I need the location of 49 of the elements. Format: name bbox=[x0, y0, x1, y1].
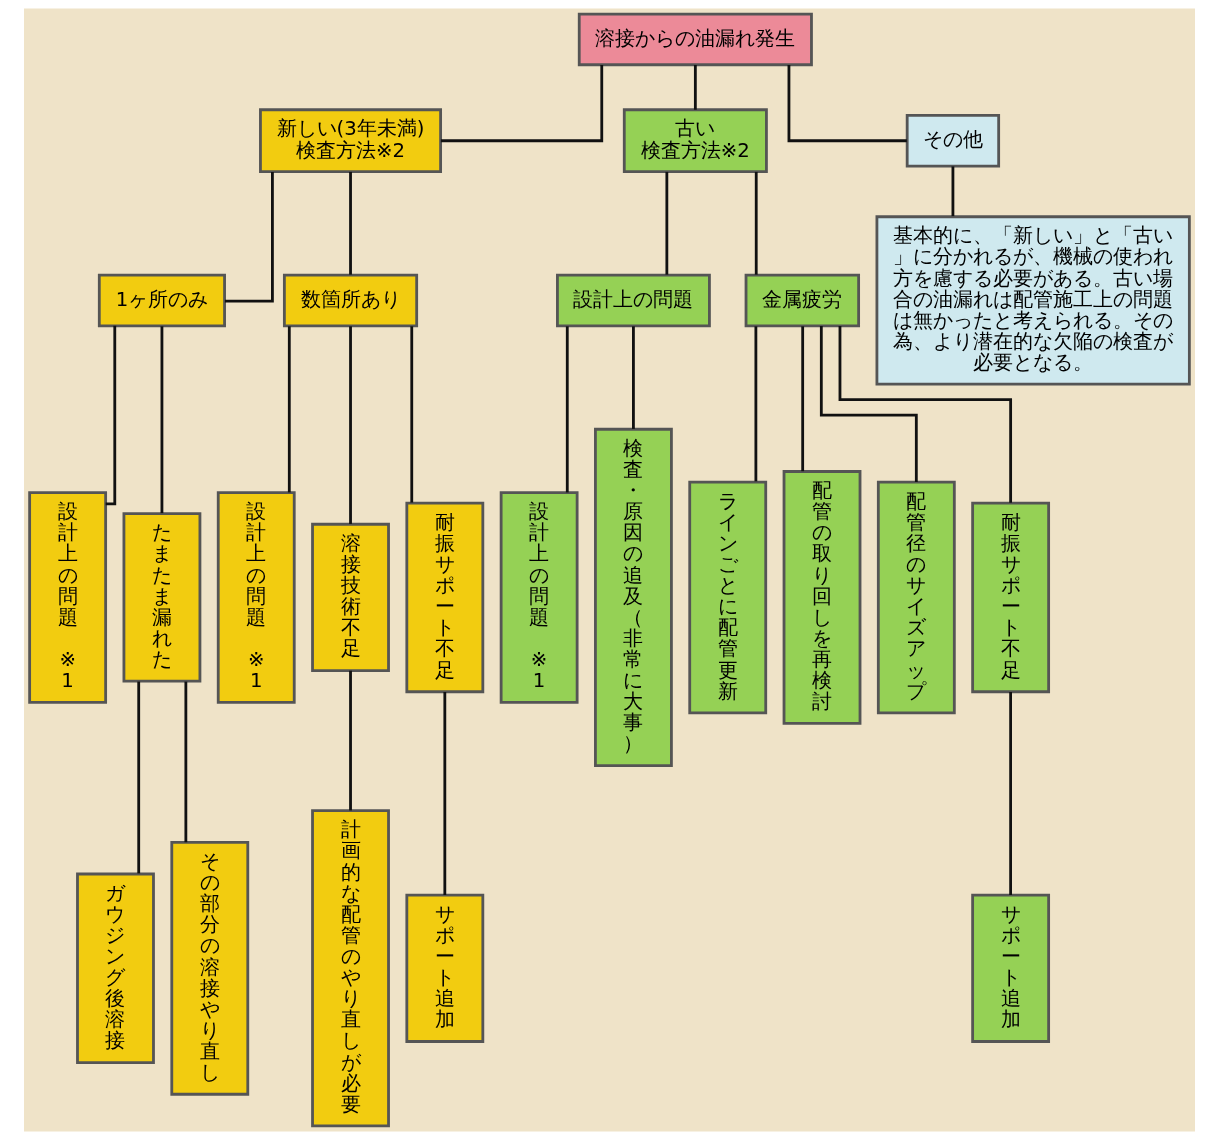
connector bbox=[183, 681, 187, 843]
connector bbox=[105, 325, 116, 506]
node-box: その他 bbox=[905, 114, 1000, 168]
node-box: 耐振サポート不足 bbox=[970, 501, 1050, 694]
node-box: 配管径のサイズアップ bbox=[876, 480, 956, 715]
connector bbox=[693, 64, 697, 110]
node-box: 溶接からの油漏れ発生 bbox=[577, 12, 813, 67]
connector bbox=[631, 326, 635, 429]
node-box: 検査・原因の追及（非常に大事） bbox=[593, 427, 673, 768]
node-box: 設計上の問題 ※1 bbox=[499, 491, 579, 704]
node-box: 金属疲労 bbox=[744, 273, 860, 328]
node-box: ラインごとに配管更新 bbox=[687, 480, 767, 715]
node-box: ガウジング後溶接 bbox=[75, 872, 155, 1064]
node-box: 1ヶ所のみ bbox=[97, 273, 226, 328]
node-box: サポート追加 bbox=[970, 893, 1050, 1043]
node-box: 配管の取り回しを再検討 bbox=[782, 470, 861, 725]
node-box: 数箇所あり bbox=[282, 273, 418, 328]
node-box: 溶接技術不足 bbox=[310, 522, 390, 673]
node-box: 設計上の問題 ※1 bbox=[216, 491, 296, 704]
connector bbox=[348, 670, 352, 811]
node-box: 計画的な配管のやり直しが必要 bbox=[310, 809, 390, 1128]
connector bbox=[753, 326, 757, 482]
connector bbox=[1008, 692, 1012, 895]
connector bbox=[754, 171, 758, 275]
node-box: 新しい(3年未満)検査方法※2 bbox=[258, 108, 442, 174]
connector bbox=[440, 64, 603, 143]
node-box: サポート追加 bbox=[404, 893, 484, 1043]
node-box: たまたま漏れた bbox=[122, 512, 201, 683]
connector bbox=[565, 326, 569, 493]
connector bbox=[800, 326, 804, 472]
node-box: 基本的に、「新しい」と「古い」に分かれるが、機械の使われ方を慮する必要がある。古い場合の油漏れは配管施工上の問題は無かったと考えられる。その為、より潜在的な欠陥の検査が必要となる。 bbox=[875, 215, 1191, 386]
connector bbox=[819, 325, 918, 482]
connector bbox=[348, 171, 352, 275]
connector bbox=[787, 64, 907, 143]
connector bbox=[442, 692, 446, 895]
connector bbox=[409, 326, 413, 503]
connector bbox=[224, 172, 274, 303]
node-box: 設計上の問題 ※1 bbox=[27, 491, 107, 704]
node-box: その部分の溶接やり直し bbox=[169, 840, 249, 1096]
connector bbox=[136, 681, 140, 874]
connector bbox=[951, 166, 954, 217]
connector bbox=[287, 326, 291, 493]
connector bbox=[348, 326, 352, 524]
connector bbox=[160, 326, 163, 514]
connector bbox=[838, 326, 1012, 503]
node-box: 古い検査方法※2 bbox=[622, 108, 768, 174]
node-box: 設計上の問題 bbox=[555, 273, 711, 328]
connector bbox=[664, 171, 668, 275]
node-box: 耐振サポート不足 bbox=[404, 501, 484, 694]
